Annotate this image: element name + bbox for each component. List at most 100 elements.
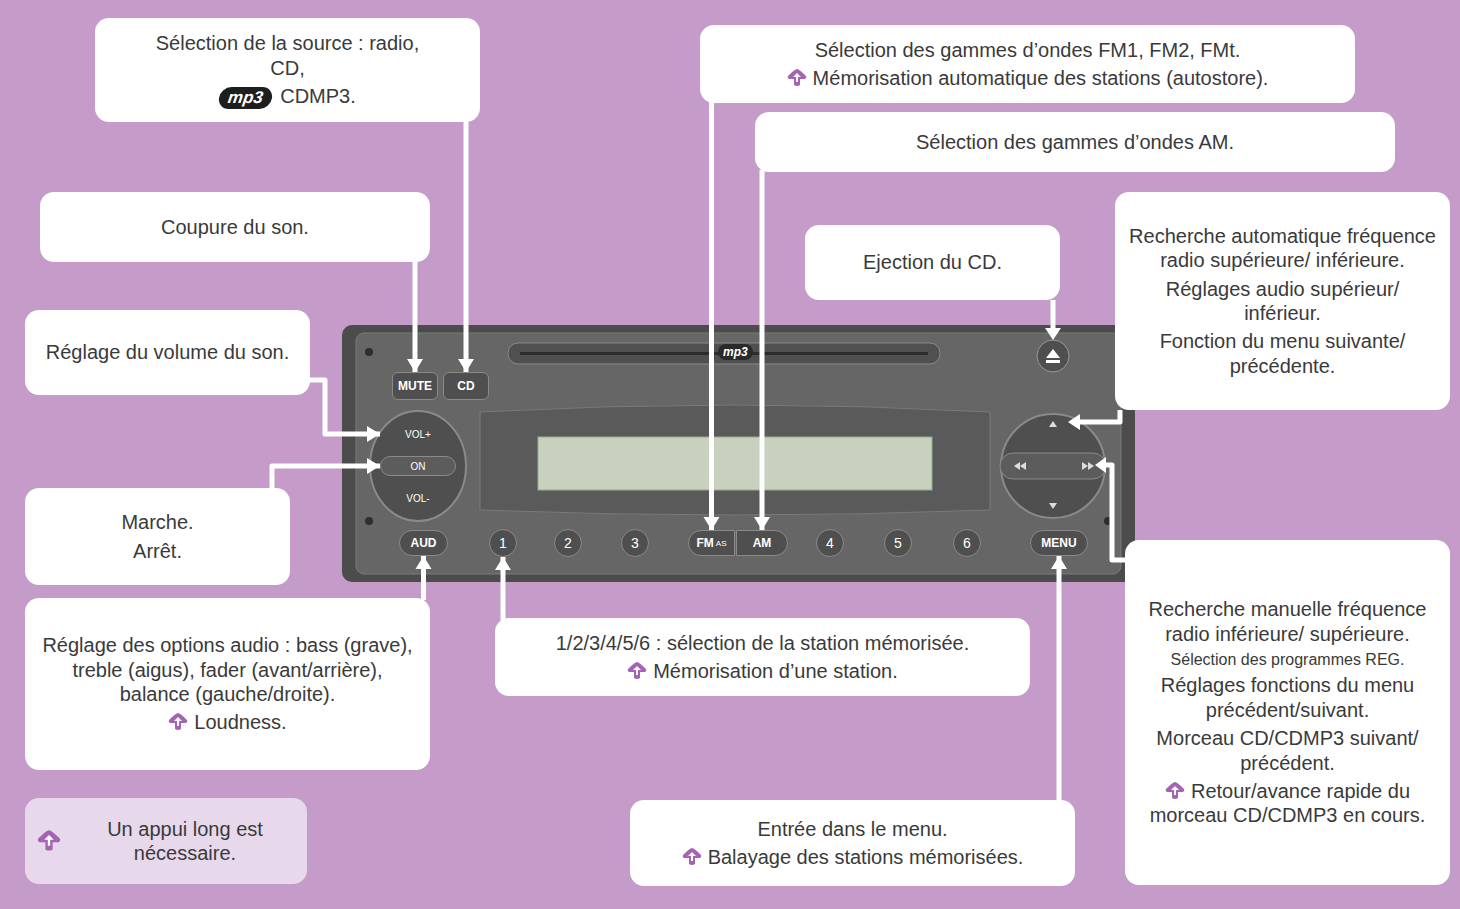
seek-callout: Recherche automatique fréquence radio su… <box>1115 192 1450 410</box>
callout-text: Sélection des programmes REG. <box>1171 651 1405 668</box>
fm-button: FMAS <box>688 530 735 556</box>
button-label: VOL- <box>406 493 429 504</box>
callout-text: Réglages audio supérieur/ inférieur. <box>1166 278 1400 324</box>
callout-text: Mémorisation automatique des stations (a… <box>813 67 1269 89</box>
rewind-symbol <box>1014 462 1020 470</box>
mp3-logo: mp3 <box>218 87 274 109</box>
leader-connector <box>495 557 511 620</box>
button-label: AS <box>716 539 727 548</box>
callout-text: Morceau CD/CDMP3 suivant/ précédent. <box>1156 727 1418 773</box>
callout-text: Réglage du volume du son. <box>46 341 290 363</box>
button-label: MUTE <box>398 379 432 393</box>
callout-text: Fonction du menu suivante/ précédente. <box>1160 330 1406 376</box>
leader-connector <box>308 380 380 442</box>
long-press-icon <box>1165 781 1185 801</box>
forward-symbol <box>1082 462 1088 470</box>
callout-text: Balayage des stations mémorisées. <box>708 846 1024 868</box>
leader-line <box>308 380 380 434</box>
arrowhead <box>367 458 380 474</box>
leader-line <box>1078 410 1120 422</box>
text-line: Arrêt. <box>37 539 278 563</box>
leader-connector <box>272 458 380 490</box>
text-line: Réglages fonctions du menu précédent/sui… <box>1135 673 1440 722</box>
text-line: Sélection des programmes REG. <box>1135 650 1440 670</box>
volume-down-label: VOL- <box>380 489 456 507</box>
leader-line <box>272 466 380 490</box>
text-line: 1/2/3/4/5/6 : sélection de la station mé… <box>507 631 1018 655</box>
volume-callout: Réglage du volume du son. <box>25 310 310 395</box>
cd-slot <box>508 343 940 364</box>
callout-text: Marche. <box>121 511 193 533</box>
menu-button: MENU <box>1030 530 1088 556</box>
leader-connector <box>704 101 720 530</box>
leader-arrowhead <box>1045 328 1061 340</box>
text-line: Réglage des options audio : bass (grave)… <box>37 633 418 706</box>
leader-line <box>501 557 506 620</box>
text-line: mp3CDMP3. <box>151 84 424 109</box>
long-press-icon <box>627 661 647 681</box>
eject-callout: Ejection du CD. <box>805 225 1060 300</box>
callout-text: Ejection du CD. <box>863 251 1002 273</box>
text-line: Ejection du CD. <box>817 250 1048 274</box>
leader-line <box>709 101 714 530</box>
long-press-icon <box>682 847 702 867</box>
leader-line <box>1104 465 1127 560</box>
volume-knob <box>370 411 466 521</box>
text-line: Entrée dans le menu. <box>642 817 1063 841</box>
preset-button: 3 <box>621 529 649 557</box>
navigation-pad <box>1001 414 1105 518</box>
long-press-icon <box>787 68 807 88</box>
text-line: Coupure du son. <box>52 215 418 239</box>
callout-text: Sélection de la source : radio, CD, <box>156 32 420 78</box>
am-button: AM <box>736 530 788 556</box>
text-line: Réglages audio supérieur/ inférieur. <box>1127 277 1438 326</box>
text-line: Marche. <box>37 510 278 534</box>
button-label: 3 <box>631 535 639 551</box>
leader-line <box>421 556 426 600</box>
cd-button: CD <box>443 372 489 400</box>
preset-button: 4 <box>816 529 844 557</box>
power-button: ON <box>380 456 456 476</box>
text-line: Morceau CD/CDMP3 suivant/ précédent. <box>1135 726 1440 775</box>
up-symbol <box>1049 421 1057 427</box>
text-line: Recherche automatique fréquence radio su… <box>1127 224 1438 273</box>
button-label: AUD <box>411 536 437 550</box>
leader-connector <box>754 170 770 530</box>
button-label: FM <box>697 536 714 550</box>
button-label: MENU <box>1041 536 1076 550</box>
aud-button: AUD <box>399 530 448 556</box>
callout-text: Arrêt. <box>133 540 182 562</box>
button-label: 4 <box>826 535 834 551</box>
button-label: 6 <box>963 535 971 551</box>
arrowhead <box>416 556 432 569</box>
arrowhead <box>367 426 380 442</box>
arrowhead <box>754 517 770 530</box>
radio-logo: mp3 <box>718 344 753 360</box>
long-press-icon <box>168 712 188 732</box>
screw <box>365 517 373 525</box>
callout-text: Mémorisation d’une station. <box>653 660 898 682</box>
mute-button: MUTE <box>392 372 438 400</box>
text-line: Recherche manuelle fréquence radio infér… <box>1135 597 1440 646</box>
leader-arrowhead <box>1095 457 1106 473</box>
leader-connector <box>1051 556 1067 802</box>
audio-callout: Réglage des options audio : bass (grave)… <box>25 598 430 770</box>
arrowhead <box>495 557 511 570</box>
text-line: Balayage des stations mémorisées. <box>642 845 1063 869</box>
manual-seek-callout: Recherche manuelle fréquence radio infér… <box>1125 540 1450 885</box>
legend-box: Un appui long est nécessaire. <box>25 798 307 884</box>
leader-connector <box>458 120 474 372</box>
eject-button <box>1037 340 1069 372</box>
text-line: Loudness. <box>37 710 418 734</box>
button-label: 5 <box>894 535 902 551</box>
text-line: Mémorisation d’une station. <box>507 659 1018 683</box>
callout-text: Recherche automatique fréquence radio su… <box>1129 225 1436 271</box>
leader-line <box>464 120 469 372</box>
text-line: Réglage du volume du son. <box>37 340 298 364</box>
callout-text: Réglage des options audio : bass (grave)… <box>42 634 412 705</box>
rewind-symbol <box>1020 462 1026 470</box>
text-line: Sélection des gammes d’ondes AM. <box>767 130 1383 154</box>
arrowhead <box>407 359 423 372</box>
callout-text: Sélection des gammes d’ondes AM. <box>916 131 1234 153</box>
mute-callout: Coupure du son. <box>40 192 430 262</box>
